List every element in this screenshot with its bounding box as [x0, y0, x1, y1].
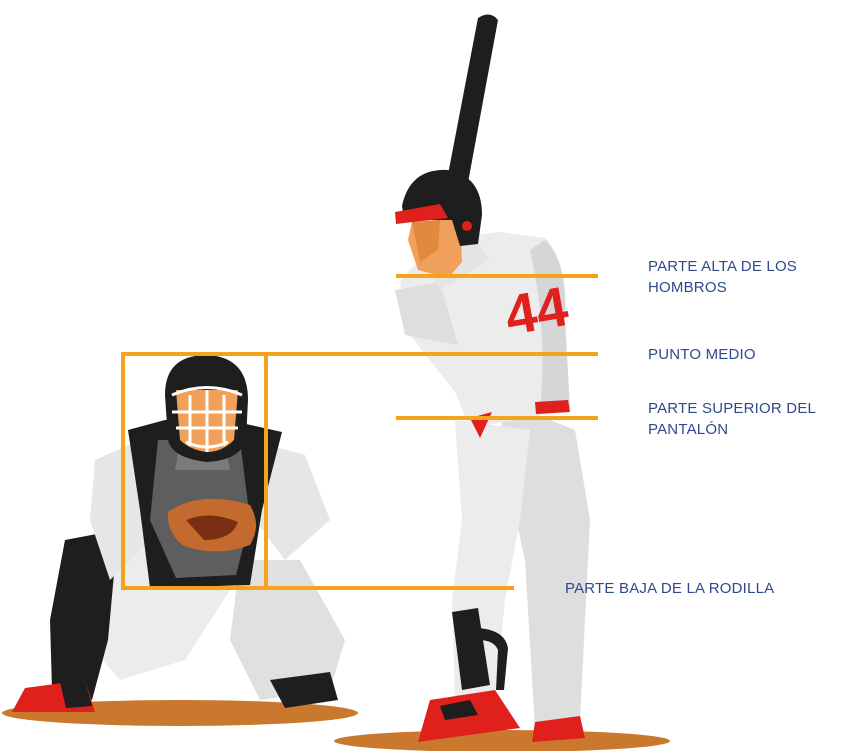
jersey-number: 44	[500, 274, 572, 347]
label-top-of-pants-line2: PANTALÓN	[648, 419, 862, 440]
label-top-of-pants-line1: PARTE SUPERIOR DEL	[648, 398, 862, 419]
bat	[446, 14, 498, 188]
label-top-of-shoulders: PARTE ALTA DE LOS HOMBROS	[648, 256, 858, 298]
label-bottom-of-knee: PARTE BAJA DE LA RODILLA	[565, 578, 860, 599]
batter-dirt-patch	[334, 730, 670, 751]
label-top-of-shoulders-line2: HOMBROS	[648, 277, 858, 298]
label-top-of-pants: PARTE SUPERIOR DEL PANTALÓN	[648, 398, 862, 440]
catcher-figure	[12, 355, 345, 712]
batter-figure: 44	[395, 14, 590, 742]
label-top-of-shoulders-line1: PARTE ALTA DE LOS	[648, 256, 858, 277]
label-midpoint: PUNTO MEDIO	[648, 344, 858, 365]
